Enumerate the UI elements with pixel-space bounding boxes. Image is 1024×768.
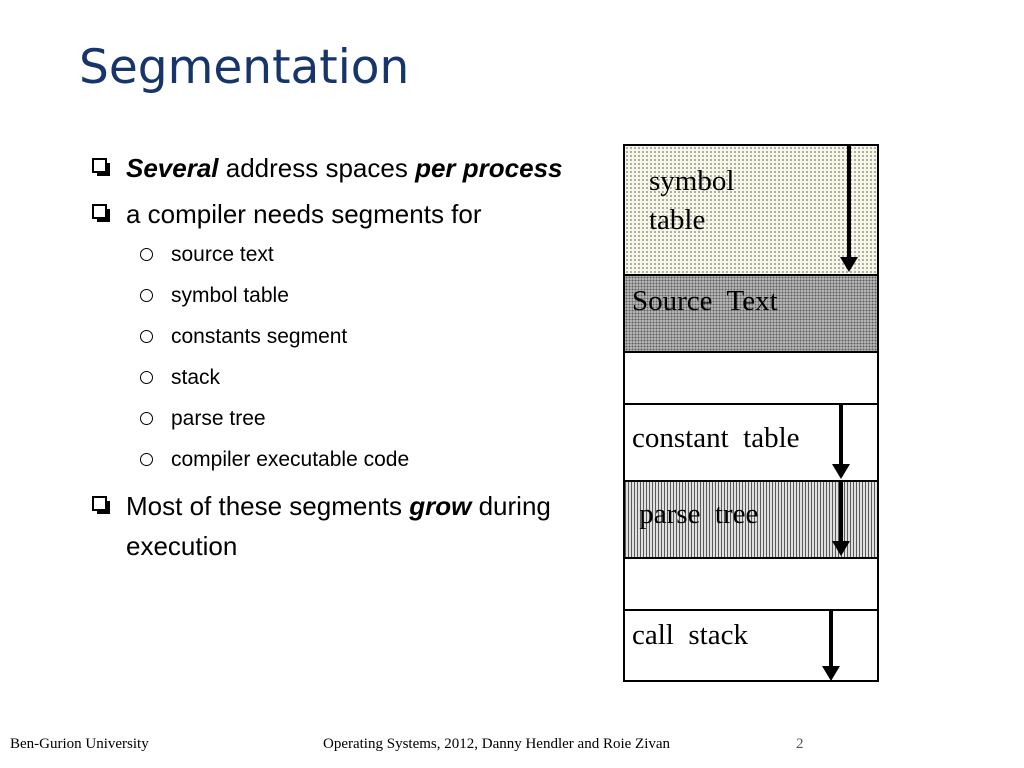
bullet-item: a compiler needs segments for — [90, 194, 580, 234]
segment-free-space — [625, 557, 877, 609]
segment-source-text: Source Text — [625, 274, 877, 351]
circle-bullet-icon — [140, 248, 153, 261]
bullet-part: Most of these segments — [126, 491, 410, 521]
segment-label: symbol table — [649, 165, 735, 236]
sub-bullet-item: compiler executable code — [90, 439, 580, 480]
circle-bullet-icon — [140, 412, 153, 425]
circle-bullet-icon — [140, 371, 153, 384]
checkbox-bullet-icon — [92, 204, 107, 219]
segment-label: constant table — [632, 422, 800, 454]
bullet-part: during execution — [126, 491, 551, 561]
sub-bullet-item: constants segment — [90, 316, 580, 357]
sub-bullet-text: constants segment — [171, 325, 348, 348]
bullet-part: grow — [409, 491, 472, 521]
bullet-part: a compiler needs segments for — [126, 199, 482, 229]
segment-diagram: symbol table Source Text constant table … — [623, 144, 879, 682]
sub-bullet-text: compiler executable code — [171, 448, 410, 471]
segment-parse-tree: parse tree — [625, 480, 877, 557]
sub-bullet-text: parse tree — [171, 407, 266, 430]
circle-bullet-icon — [140, 453, 153, 466]
segment-free-space — [625, 351, 877, 403]
grow-arrow-icon — [832, 405, 850, 479]
sub-bullet-item: symbol table — [90, 275, 580, 316]
checkbox-bullet-icon — [92, 158, 107, 173]
segment-label: parse tree — [632, 498, 759, 530]
sub-bullet-item: stack — [90, 357, 580, 398]
footer-institution: Ben-Gurion University — [10, 736, 149, 752]
bullet-part: per process — [415, 153, 563, 183]
bullet-list: Several address spaces per process a com… — [90, 148, 580, 572]
sub-bullet-text: stack — [171, 366, 221, 389]
sub-bullet-item: source text — [90, 234, 580, 275]
sub-bullet-text: source text — [171, 243, 274, 266]
slide-title: Segmentation — [79, 40, 410, 95]
bullet-item: Most of these segments grow during execu… — [90, 486, 580, 566]
segment-symbol-table: symbol table — [625, 146, 877, 274]
grow-arrow-icon — [832, 482, 850, 556]
grow-arrow-icon — [840, 146, 858, 272]
segment-constant-table: constant table — [625, 403, 877, 480]
checkbox-bullet-icon — [92, 496, 107, 511]
segment-label: Source Text — [632, 285, 778, 317]
grow-arrow-icon — [822, 609, 840, 681]
bullet-part: address spaces — [218, 153, 416, 183]
segment-call-stack: call stack — [625, 609, 877, 681]
footer-course: Operating Systems, 2012, Danny Hendler a… — [323, 736, 671, 752]
sub-bullet-item: parse tree — [90, 398, 580, 439]
segment-label: call stack — [632, 619, 748, 651]
bullet-part: Several — [126, 153, 219, 183]
circle-bullet-icon — [140, 289, 153, 302]
bullet-item: Several address spaces per process — [90, 148, 580, 188]
page-number: 2 — [796, 736, 804, 752]
sub-bullet-text: symbol table — [171, 284, 289, 307]
circle-bullet-icon — [140, 330, 153, 343]
